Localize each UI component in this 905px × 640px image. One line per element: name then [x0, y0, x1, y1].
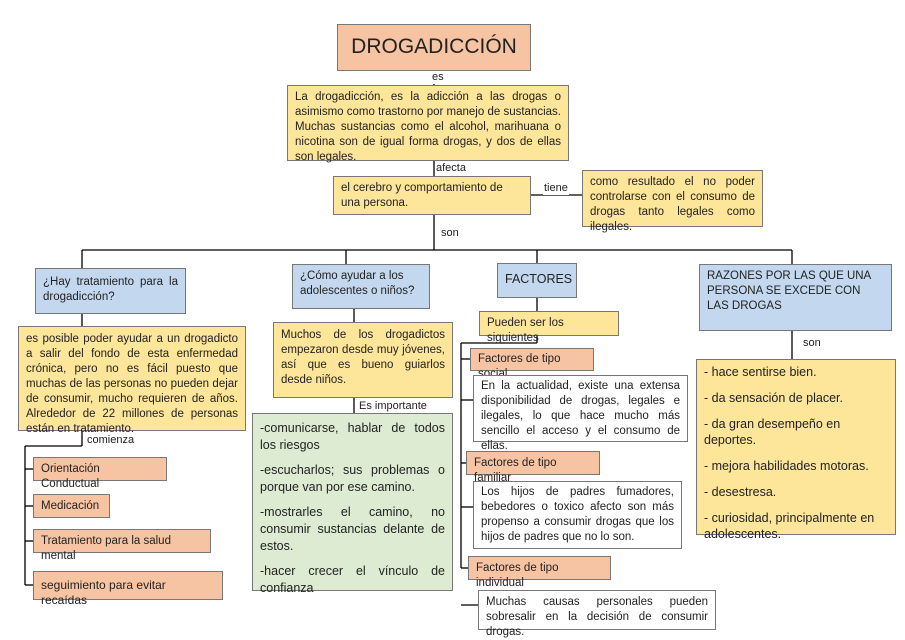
factors-intro-box: Pueden ser los siguientes — [479, 311, 619, 344]
treatment-step: Tratamiento para la salud mental — [33, 529, 211, 562]
link-label-afecta: afecta — [435, 162, 467, 175]
result-box: como resultado el no poder controlarse c… — [582, 170, 763, 233]
definition-box: La drogadicción, es la adicción a las dr… — [287, 85, 569, 163]
factor-text-box: Muchas causas personales pueden sobresal… — [478, 590, 716, 638]
treatment-step: Medicación — [33, 494, 110, 518]
factor-name: Factores de tipo individual — [476, 562, 559, 589]
link-label-comienza: comienza — [86, 434, 136, 447]
factor-text-box: Los hijos de padres fumadores, bebedores… — [473, 481, 682, 549]
reasons-title: RAZONES POR LAS QUE UNA PERSONA SE EXCED… — [707, 270, 871, 312]
help-tip: -comunicarse, hablar de todos los riesgo… — [260, 421, 445, 452]
link-label-son-razones: son — [802, 337, 822, 350]
treatment-answer-box: es posible poder ayudar a un drogadicto … — [18, 326, 246, 435]
result-text: como resultado el no poder controlarse c… — [590, 176, 755, 233]
reason-item: - da sensación de placer. — [704, 391, 843, 405]
link-label-son: son — [440, 227, 460, 240]
link-label-es: es — [431, 71, 445, 84]
treatment-step-label: Tratamiento para la salud mental — [41, 535, 171, 562]
reasons-list-box: - hace sentirse bien. - da sensación de … — [696, 359, 896, 541]
affects-box: el cerebro y comportamiento de una perso… — [333, 176, 531, 215]
help-tip: -escucharlos; sus problemas o porque van… — [260, 463, 445, 494]
reason-item: - curiosidad, principalmente en adolesce… — [704, 511, 875, 541]
reason-item: - mejora habilidades motoras. — [704, 459, 869, 473]
reasons-title-box: RAZONES POR LAS QUE UNA PERSONA SE EXCED… — [699, 264, 892, 331]
treatment-step-label: Medicación — [41, 500, 100, 512]
factors-title-box: FACTORES — [497, 263, 577, 298]
factor-text: En la actualidad, existe una extensa dis… — [481, 380, 680, 452]
treatment-question: ¿Hay tratamiento para la drogadicción? — [43, 276, 178, 303]
factor-text: Muchas causas personales pueden sobresal… — [486, 596, 708, 638]
help-tip: -mostrarles el camino, no consumir susta… — [260, 505, 445, 553]
factor-name-box: Factores de tipo social — [470, 348, 594, 380]
link-label-es-importante: Es importante — [358, 400, 428, 413]
reason-item: - desestresa. — [704, 485, 777, 499]
reason-item: - da gran desempeño en deportes. — [704, 417, 841, 447]
help-question: ¿Cómo ayudar a los adolescentes o niños? — [300, 270, 415, 297]
reason-item: - hace sentirse bien. — [704, 365, 817, 379]
factor-name-box: Factores de tipo individual — [468, 556, 611, 589]
help-question-box: ¿Cómo ayudar a los adolescentes o niños? — [292, 264, 430, 309]
treatment-step-label: Orientación Conductual — [41, 463, 100, 490]
help-answer-box: Muchos de los drogadictos empezaron desd… — [273, 322, 453, 398]
help-answer: Muchos de los drogadictos empezaron desd… — [281, 329, 445, 386]
treatment-step: seguimiento para evitar recaídas — [33, 571, 223, 607]
treatment-answer: es posible poder ayudar a un drogadicto … — [26, 333, 238, 435]
treatment-step: Orientación Conductual — [33, 457, 167, 490]
link-label-tiene: tiene — [543, 182, 569, 195]
help-tip: -hacer crecer el vínculo de confianza — [260, 564, 445, 595]
title-box: DROGADICCIÓN — [337, 24, 531, 71]
definition-text: La drogadicción, es la adicción a las dr… — [295, 91, 561, 163]
affects-text: el cerebro y comportamiento de una perso… — [341, 182, 503, 209]
factors-title: FACTORES — [505, 272, 573, 286]
factor-text-box: En la actualidad, existe una extensa dis… — [473, 375, 688, 452]
treatment-question-box: ¿Hay tratamiento para la drogadicción? — [35, 268, 186, 314]
treatment-step-label: seguimiento para evitar recaídas — [41, 578, 166, 607]
help-tips-box: -comunicarse, hablar de todos los riesgo… — [252, 413, 453, 595]
factors-intro: Pueden ser los siguientes — [487, 317, 564, 344]
page-title: DROGADICCIÓN — [351, 35, 517, 58]
factor-name-box: Factores de tipo familiar — [466, 451, 600, 484]
factor-text: Los hijos de padres fumadores, bebedores… — [481, 486, 674, 543]
